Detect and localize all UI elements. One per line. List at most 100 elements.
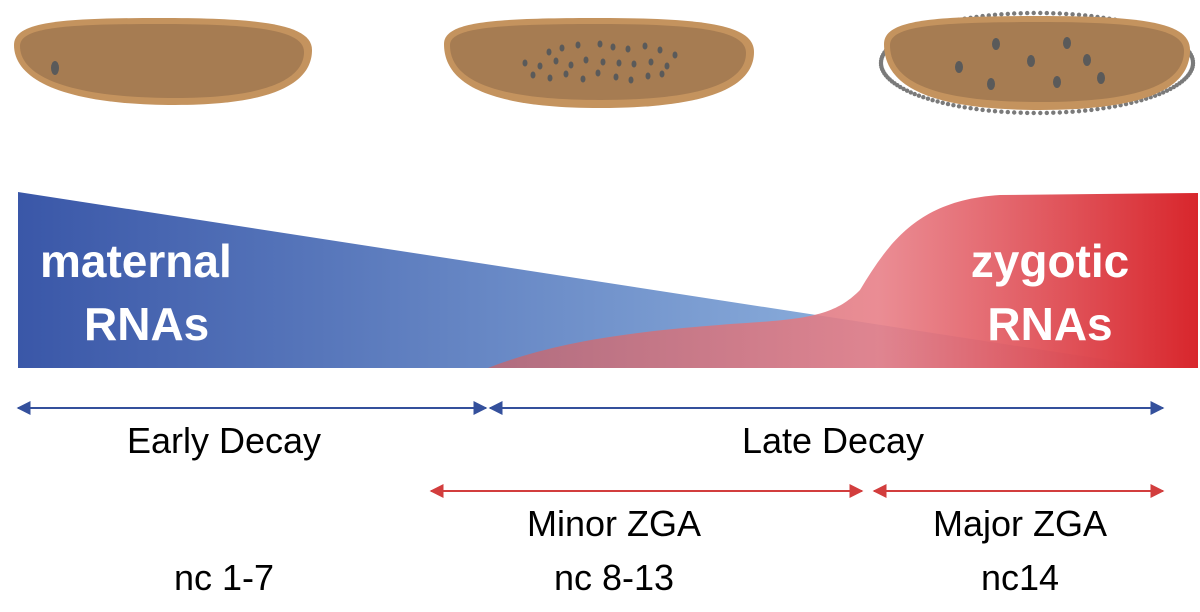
furrow-dot bbox=[1089, 107, 1094, 113]
furrow-dot bbox=[974, 106, 979, 112]
furrow-dot bbox=[925, 96, 931, 101]
furrow-dot bbox=[940, 100, 945, 106]
maternal-label-line1: maternal bbox=[40, 235, 232, 287]
nucleus-icon bbox=[645, 72, 651, 80]
furrow-dot bbox=[1025, 10, 1030, 16]
minor-zga-label: Minor ZGA bbox=[527, 503, 701, 544]
furrow-dot bbox=[1076, 109, 1082, 114]
furrow-dot bbox=[1044, 10, 1050, 16]
furrow-dot bbox=[1190, 58, 1196, 64]
furrow-dot bbox=[1038, 110, 1043, 116]
furrow-dot bbox=[1031, 10, 1036, 16]
nuclei-cluster bbox=[955, 37, 1105, 90]
furrow-dot bbox=[1005, 109, 1010, 115]
stage-minor-label: nc 8-13 bbox=[554, 557, 674, 598]
furrow-dot bbox=[1070, 109, 1075, 114]
nucleus-icon bbox=[642, 42, 648, 50]
nucleus-icon bbox=[595, 69, 601, 77]
major-zga-label: Major ZGA bbox=[933, 503, 1107, 544]
furrow-dot bbox=[1168, 86, 1173, 92]
nucleus-icon bbox=[559, 44, 565, 52]
furrow-dot bbox=[1112, 104, 1118, 109]
furrow-dot bbox=[1070, 12, 1075, 17]
furrow-dot bbox=[999, 12, 1004, 17]
nucleus-icon bbox=[553, 57, 559, 65]
furrow-dot bbox=[980, 107, 985, 113]
embryo-single-nucleus-icon bbox=[14, 18, 312, 105]
stage-early-label: nc 1-7 bbox=[174, 557, 274, 598]
nucleus-icon bbox=[580, 75, 586, 83]
furrow-dot bbox=[992, 109, 998, 114]
nuclei-cluster bbox=[522, 40, 678, 84]
nucleus-icon bbox=[547, 74, 553, 82]
nucleus-icon bbox=[522, 59, 528, 67]
furrow-dot bbox=[901, 86, 906, 92]
nucleus-icon bbox=[628, 76, 634, 84]
embryo-many-nuclei-icon bbox=[444, 18, 754, 108]
furrow-dot bbox=[968, 106, 973, 111]
furrow-dot bbox=[1107, 105, 1112, 110]
furrow-dot bbox=[1044, 110, 1050, 116]
nucleus-icon bbox=[664, 62, 670, 70]
furrow-dot bbox=[1025, 110, 1030, 116]
nucleus-icon bbox=[648, 58, 654, 66]
furrow-dot bbox=[1018, 110, 1023, 115]
furrow-dot bbox=[908, 90, 913, 95]
furrow-dot bbox=[912, 91, 917, 97]
nucleus-icon bbox=[530, 71, 536, 79]
nucleus-icon bbox=[537, 62, 543, 70]
nucleus-icon bbox=[657, 46, 663, 54]
furrow-dot bbox=[1012, 11, 1017, 16]
nucleus-icon bbox=[613, 73, 619, 81]
late-decay-label: Late Decay bbox=[742, 420, 924, 461]
nucleus-icon bbox=[597, 40, 603, 48]
stage-major-label: nc14 bbox=[981, 557, 1059, 598]
furrow-dot bbox=[1018, 11, 1023, 16]
furrow-dot bbox=[1051, 11, 1056, 16]
nucleus-icon bbox=[600, 58, 606, 66]
furrow-dot bbox=[916, 93, 922, 98]
furrow-dot bbox=[1095, 106, 1100, 112]
zygotic-label-line2: RNAs bbox=[987, 298, 1112, 350]
furrow-dot bbox=[999, 109, 1004, 114]
nucleus-icon bbox=[546, 48, 552, 56]
furrow-dot bbox=[945, 101, 951, 107]
furrow-dot bbox=[1012, 110, 1017, 115]
furrow-dot bbox=[1076, 12, 1082, 17]
furrow-dot bbox=[1064, 109, 1069, 115]
furrow-dot bbox=[986, 108, 991, 113]
furrow-dot bbox=[921, 95, 926, 100]
early-decay-label: Early Decay bbox=[127, 420, 321, 461]
furrow-dot bbox=[1051, 110, 1056, 115]
furrow-dot bbox=[904, 88, 910, 93]
furrow-dot bbox=[935, 99, 940, 104]
zygotic-rna-area bbox=[488, 193, 1198, 368]
furrow-dot bbox=[956, 104, 962, 109]
nucleus-icon bbox=[583, 56, 589, 64]
embryo-cellularizing-icon bbox=[878, 10, 1196, 116]
furrow-dot bbox=[1083, 13, 1088, 18]
nucleus-icon bbox=[575, 41, 581, 49]
furrow-dot bbox=[1057, 11, 1063, 16]
furrow-dot bbox=[1101, 106, 1106, 111]
furrow-dot bbox=[1005, 11, 1010, 17]
nucleus-icon bbox=[672, 51, 678, 59]
furrow-dot bbox=[1038, 10, 1043, 16]
nucleus-icon bbox=[568, 61, 574, 69]
furrow-dot bbox=[951, 103, 956, 108]
nucleus-icon bbox=[631, 60, 637, 68]
nucleus-icon bbox=[610, 43, 616, 51]
nucleus-icon bbox=[51, 61, 59, 75]
nucleus-icon bbox=[659, 70, 665, 78]
furrow-dot bbox=[1171, 84, 1176, 90]
furrow-dot bbox=[1064, 11, 1069, 17]
furrow-dot bbox=[1083, 108, 1088, 113]
furrow-dot bbox=[962, 105, 967, 110]
nucleus-icon bbox=[616, 59, 622, 67]
furrow-dot bbox=[1157, 91, 1162, 97]
furrow-dot bbox=[1057, 110, 1063, 115]
furrow-dot bbox=[992, 12, 998, 17]
furrow-dot bbox=[1031, 110, 1036, 116]
zygotic-label-line1: zygotic bbox=[971, 235, 1129, 287]
